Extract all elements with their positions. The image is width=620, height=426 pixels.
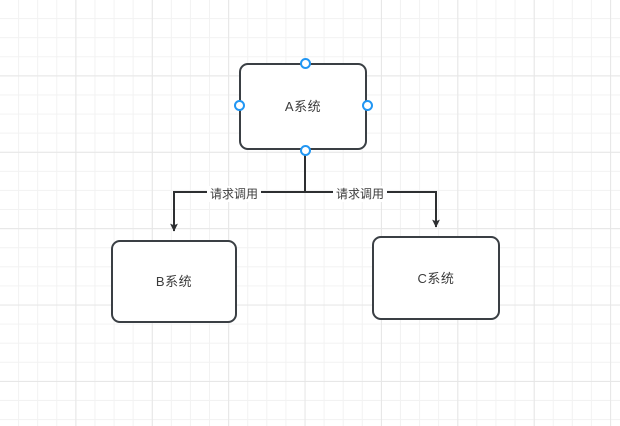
edge-label-a-to-c[interactable]: 请求调用: [333, 186, 388, 202]
anchor-a-left[interactable]: [233, 99, 245, 111]
edge-label-a-to-b[interactable]: 请求调用: [207, 186, 262, 202]
node-a-label: A系统: [284, 99, 322, 114]
anchor-a-top[interactable]: [299, 57, 311, 69]
node-b-label: B系统: [155, 274, 193, 289]
node-c-system[interactable]: C系统: [372, 236, 500, 320]
node-b-system[interactable]: B系统: [111, 240, 237, 323]
anchor-a-bottom[interactable]: [299, 144, 311, 156]
anchor-a-right[interactable]: [361, 99, 373, 111]
node-c-label: C系统: [417, 270, 455, 286]
node-a-system[interactable]: A系统: [239, 63, 367, 150]
